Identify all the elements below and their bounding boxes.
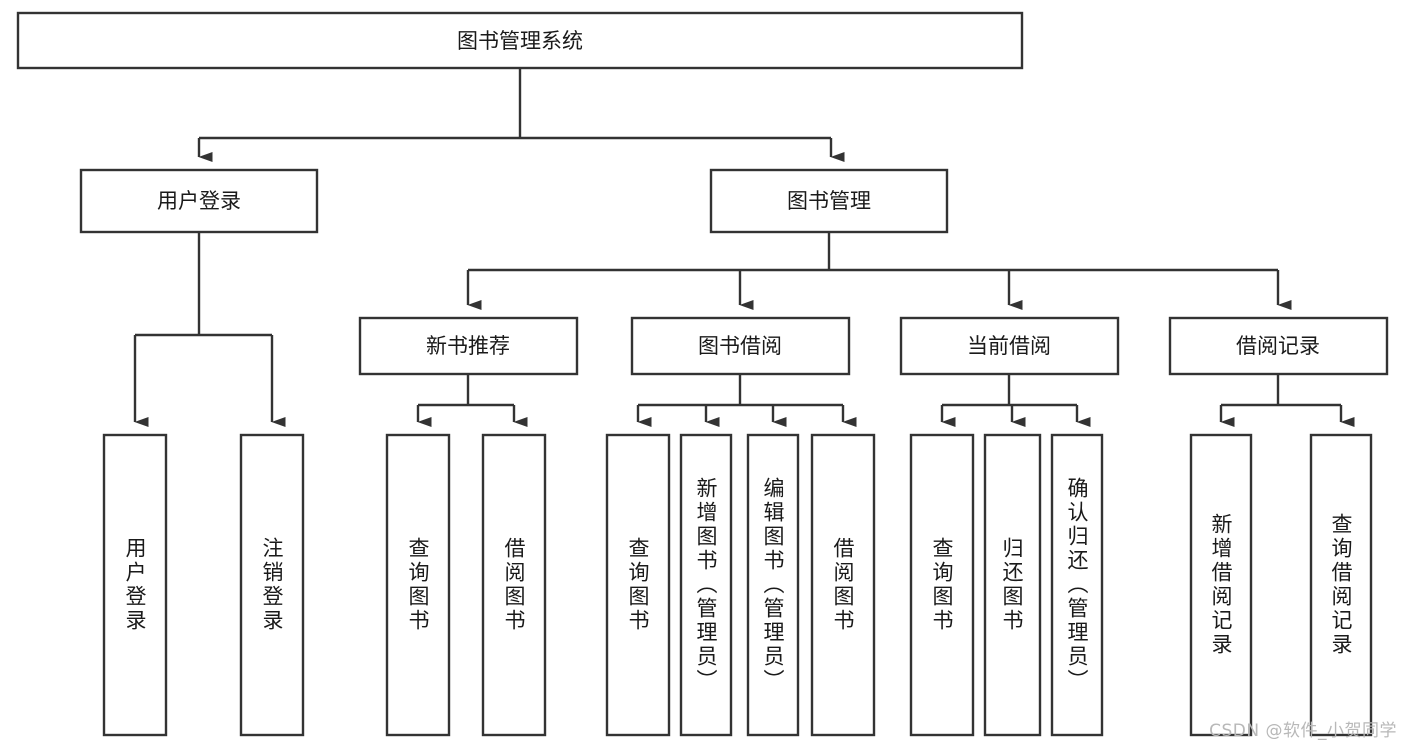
node-new-book-recommend[interactable]: 新书推荐 [358,316,579,376]
leaf-node-user-login-label: 用户登录 [123,537,147,633]
node-user-login[interactable]: 用户登录 [79,168,319,234]
leaf-node-confirm-return-admin-label: 确认归还（管理员） [1065,477,1089,693]
leaf-node-query-book-current-box [909,433,975,737]
leaf-node-logout-login[interactable]: 注销登录 [239,433,305,737]
node-book-management-label: 图书管理 [787,189,871,213]
leaf-node-query-book-current-label: 查询图书 [930,537,954,633]
leaf-node-add-borrow-record-label: 新增借阅记录 [1209,513,1233,657]
node-book-borrow-label: 图书借阅 [698,334,782,358]
leaf-node-user-login-box [102,433,168,737]
leaf-node-add-book-admin-label: 新增图书（管理员） [694,477,718,693]
node-current-borrow-label: 当前借阅 [967,334,1051,358]
leaf-node-edit-book-admin[interactable]: 编辑图书（管理员） [746,433,800,737]
connector-new-book-recommend-to-leaves [416,374,528,427]
leaf-node-borrow-book-recommend-box [481,433,547,737]
leaf-node-query-book-borrow-label: 查询图书 [626,537,650,633]
leaf-node-query-book-recommend-box [385,433,451,737]
node-root-box [16,11,1024,70]
leaf-node-logout-login-box [239,433,305,737]
node-root-label: 图书管理系统 [457,29,583,53]
node-user-login-box [79,168,319,234]
leaf-node-borrow-book[interactable]: 借阅图书 [810,433,876,737]
leaf-node-query-book-borrow[interactable]: 查询图书 [605,433,671,737]
node-current-borrow[interactable]: 当前借阅 [899,316,1120,376]
leaf-node-logout-login-label: 注销登录 [260,537,284,633]
node-new-book-recommend-label: 新书推荐 [426,334,510,358]
node-root[interactable]: 图书管理系统 [16,11,1024,70]
connector-root-to-level2 [197,68,845,162]
node-borrow-record-label: 借阅记录 [1236,334,1320,358]
connector-book-borrow-to-leaves [636,374,857,427]
node-user-login-label: 用户登录 [157,189,241,213]
leaf-node-confirm-return-admin[interactable]: 确认归还（管理员） [1050,433,1104,737]
leaf-node-edit-book-admin-label: 编辑图书（管理员） [761,477,785,693]
leaf-node-borrow-book-recommend[interactable]: 借阅图书 [481,433,547,737]
node-current-borrow-box [899,316,1120,376]
leaf-node-borrow-book-box [810,433,876,737]
connector-borrow-record-to-leaves [1219,374,1355,427]
leaf-node-add-book-admin-box [679,433,733,737]
leaf-node-query-book-current[interactable]: 查询图书 [909,433,975,737]
leaf-node-confirm-return-admin-box [1050,433,1104,737]
node-borrow-record[interactable]: 借阅记录 [1168,316,1389,376]
leaf-node-return-book-box [983,433,1042,737]
leaf-node-query-borrow-record-box [1309,433,1373,737]
connector-book-management-to-level3 [466,232,1292,310]
leaf-node-return-book-label: 归还图书 [1000,537,1024,633]
node-book-management[interactable]: 图书管理 [709,168,949,234]
leaf-node-query-borrow-record-label: 查询借阅记录 [1329,513,1353,657]
leaf-node-add-borrow-record-box [1189,433,1253,737]
leaf-node-return-book[interactable]: 归还图书 [983,433,1042,737]
leaf-node-query-book-recommend[interactable]: 查询图书 [385,433,451,737]
leaf-nodes-group: 用户登录 注销登录 查询图书 借阅图书 查询图书 新增图书（管理员） 编辑图书（… [102,433,1373,737]
connector-user-login-to-leaves [133,232,286,427]
leaf-node-query-book-borrow-box [605,433,671,737]
leaf-node-add-borrow-record[interactable]: 新增借阅记录 [1189,433,1253,737]
connector-current-borrow-to-leaves [940,374,1091,427]
leaf-node-add-book-admin[interactable]: 新增图书（管理员） [679,433,733,737]
leaf-node-borrow-book-label: 借阅图书 [831,537,855,633]
leaf-node-borrow-book-recommend-label: 借阅图书 [502,537,526,633]
leaf-node-query-book-recommend-label: 查询图书 [406,537,430,633]
node-new-book-recommend-box [358,316,579,376]
node-book-borrow[interactable]: 图书借阅 [630,316,851,376]
leaf-node-query-borrow-record[interactable]: 查询借阅记录 [1309,433,1373,737]
leaf-node-user-login[interactable]: 用户登录 [102,433,168,737]
leaf-node-edit-book-admin-box [746,433,800,737]
